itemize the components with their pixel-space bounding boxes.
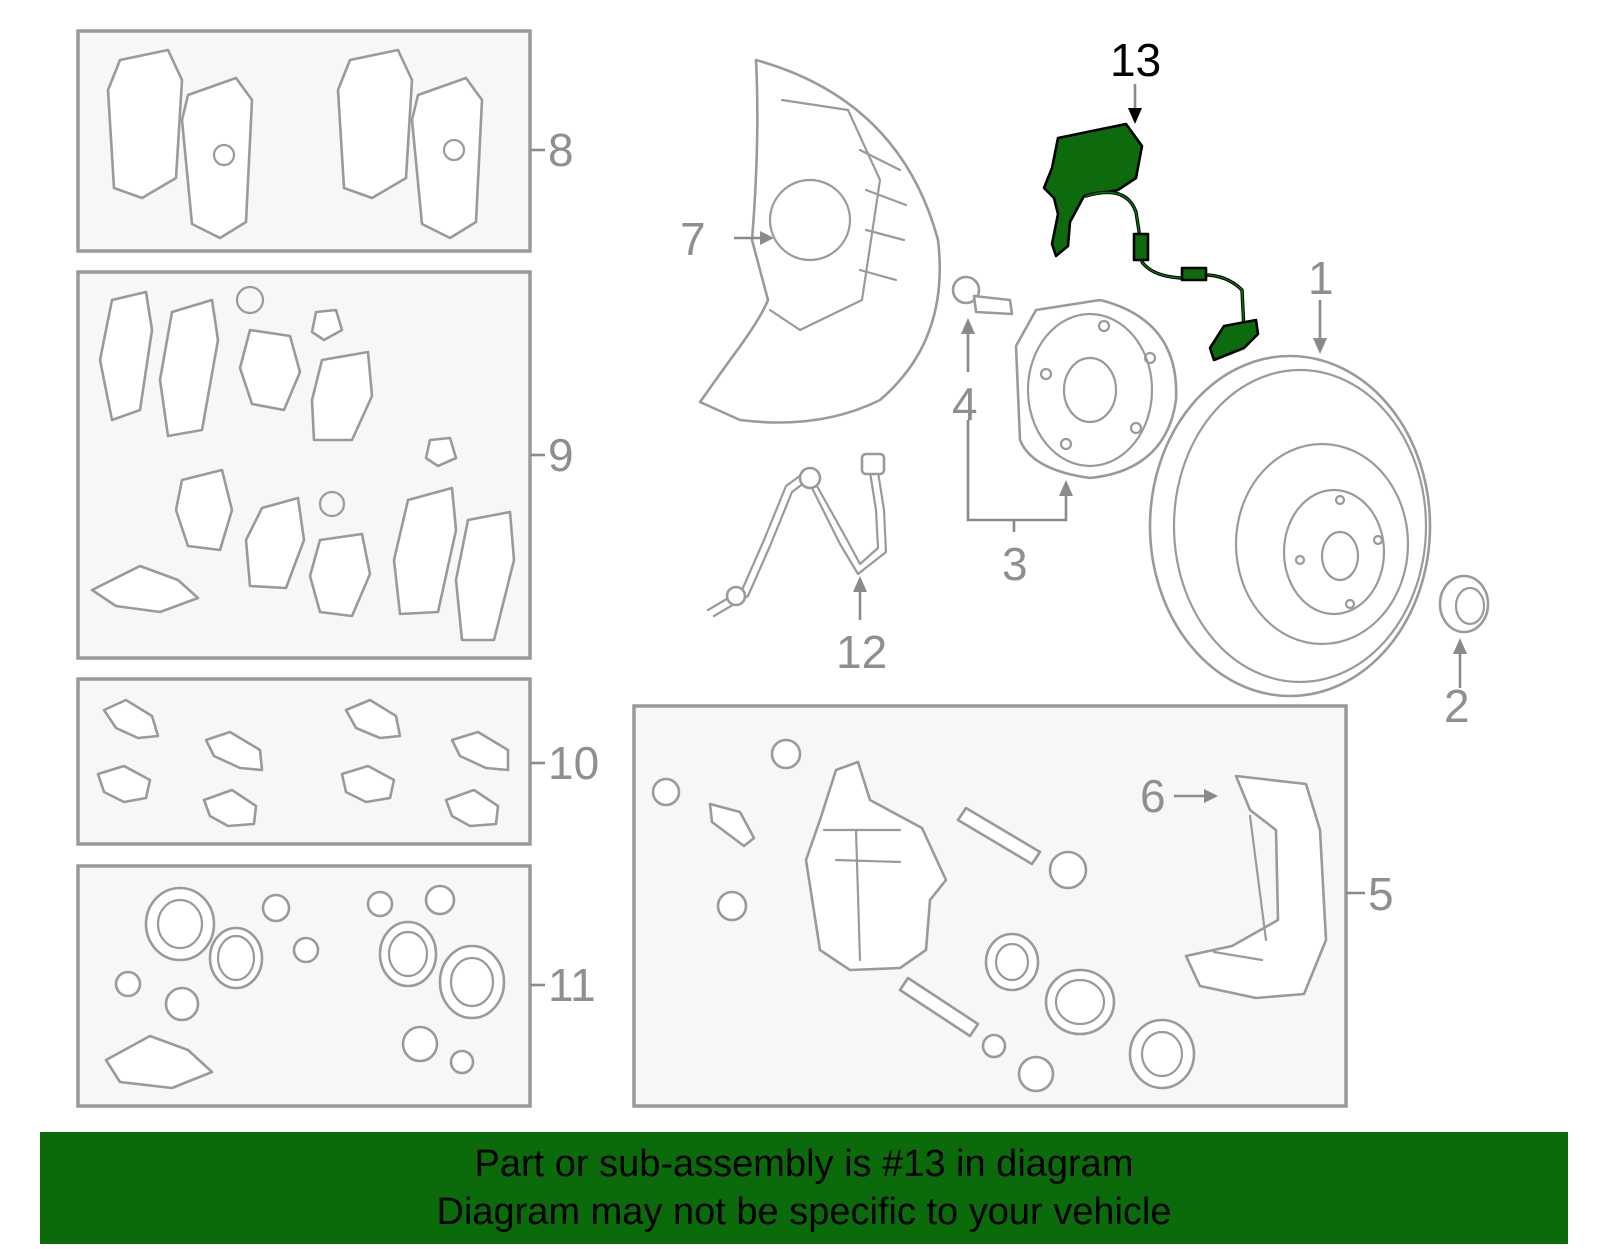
lug-nut-2[interactable]: 2	[1438, 574, 1490, 732]
callout-1: 1	[1308, 252, 1334, 304]
caliper-part	[651, 738, 1328, 1093]
notice-banner: Part or sub-assembly is #13 in diagram D…	[40, 1132, 1568, 1244]
callout-12: 12	[836, 626, 887, 678]
callout-3: 3	[1002, 538, 1028, 590]
callout-8: 8	[548, 124, 574, 176]
clip-part	[96, 698, 510, 828]
callout-10: 10	[548, 737, 599, 789]
brake-pad-part	[106, 48, 484, 240]
abs-sensor-13[interactable]: 13	[1042, 34, 1260, 362]
banner-line-2: Diagram may not be specific to your vehi…	[436, 1191, 1172, 1233]
pad-shim-part	[90, 285, 516, 642]
callout-4: 4	[952, 378, 978, 430]
hub-bearing-3[interactable]: 3	[966, 298, 1178, 590]
callout-9: 9	[548, 429, 574, 481]
guide-pin-part	[898, 806, 1042, 1038]
callout-2: 2	[1444, 680, 1470, 732]
brake-hose-12[interactable]: 12	[706, 452, 887, 678]
dust-shield-7[interactable]: 7	[680, 58, 942, 424]
callout-13: 13	[1110, 34, 1161, 86]
box-10-clips[interactable]: 10	[76, 677, 599, 846]
box-5-caliper-assembly[interactable]: 5 6	[632, 704, 1394, 1108]
seal-kit-part	[104, 884, 506, 1090]
box-8-brake-pads[interactable]: 8	[76, 29, 574, 253]
hub-bolt-4[interactable]: 4	[951, 275, 1014, 430]
box-11-seal-kit[interactable]: 11	[76, 864, 596, 1108]
callout-6: 6	[1140, 770, 1166, 822]
box-9-pad-hardware[interactable]: 9	[76, 270, 574, 660]
callout-11: 11	[548, 959, 596, 1011]
callout-7: 7	[680, 213, 706, 265]
callout-5: 5	[1368, 868, 1394, 920]
banner-line-1: Part or sub-assembly is #13 in diagram	[474, 1143, 1134, 1185]
brake-rotor-1[interactable]: 1	[1148, 252, 1432, 698]
